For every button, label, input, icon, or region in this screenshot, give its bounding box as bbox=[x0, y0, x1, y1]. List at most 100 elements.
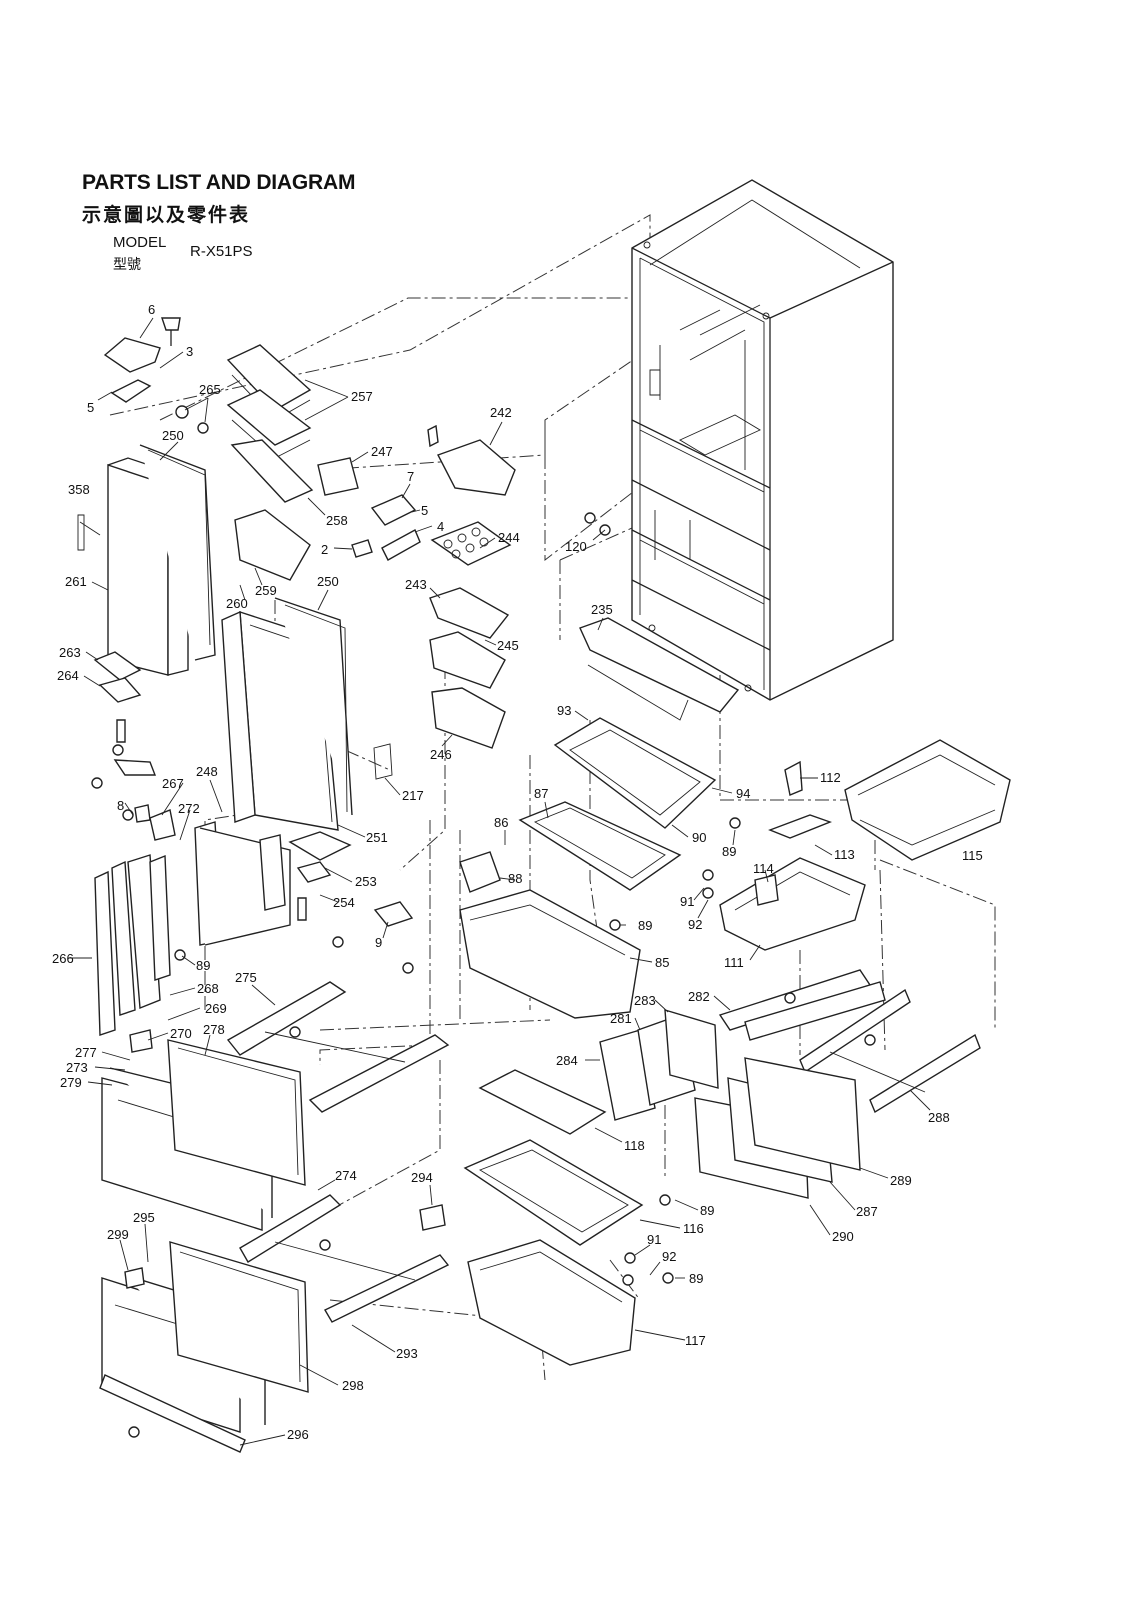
callout-89: 89 bbox=[196, 958, 210, 973]
callout-244: 244 bbox=[498, 530, 520, 545]
callout-111: 111 bbox=[724, 955, 744, 970]
callout-263: 263 bbox=[59, 645, 81, 660]
callout-6: 6 bbox=[148, 302, 155, 317]
callout-295: 295 bbox=[133, 1210, 155, 1225]
callout-278: 278 bbox=[203, 1022, 225, 1037]
callout-90: 90 bbox=[692, 830, 706, 845]
callout-250: 250 bbox=[162, 428, 184, 443]
page-title-chinese: 示意圖以及零件表 bbox=[82, 204, 251, 226]
callout-270: 270 bbox=[170, 1026, 192, 1041]
callout-91: 91 bbox=[647, 1232, 661, 1247]
callout-87: 87 bbox=[534, 786, 548, 801]
callout-287: 287 bbox=[856, 1204, 878, 1219]
callout-243: 243 bbox=[405, 577, 427, 592]
callout-272: 272 bbox=[178, 801, 200, 816]
callout-120: 120 bbox=[565, 539, 587, 554]
callout-293: 293 bbox=[396, 1346, 418, 1361]
callout-117: 117 bbox=[685, 1333, 706, 1348]
callout-296: 296 bbox=[287, 1427, 309, 1442]
refrigerator-cabinet bbox=[631, 179, 894, 701]
callout-242: 242 bbox=[490, 405, 512, 420]
callout-294: 294 bbox=[411, 1170, 433, 1185]
callout-261: 261 bbox=[65, 574, 87, 589]
freezer-door bbox=[221, 597, 393, 831]
callout-259: 259 bbox=[255, 583, 277, 598]
callout-7: 7 bbox=[407, 469, 414, 484]
callout-92: 92 bbox=[688, 917, 702, 932]
callout-299: 299 bbox=[107, 1227, 129, 1242]
callout-labels: 6 3 5 265 250 257 247 7 5 4 2 258 242 24… bbox=[52, 302, 983, 1442]
callout-251: 251 bbox=[366, 830, 388, 845]
callout-114: 114 bbox=[753, 861, 774, 876]
callout-91: 91 bbox=[680, 894, 694, 909]
callout-85: 85 bbox=[655, 955, 669, 970]
freezer-drawer-fronts bbox=[99, 1029, 309, 1453]
callout-89: 89 bbox=[700, 1203, 714, 1218]
callout-267: 267 bbox=[162, 776, 184, 791]
callout-88: 88 bbox=[508, 871, 522, 886]
callout-248: 248 bbox=[196, 764, 218, 779]
callout-281: 281 bbox=[610, 1011, 632, 1026]
callout-246: 246 bbox=[430, 747, 452, 762]
callout-3: 3 bbox=[186, 344, 193, 359]
callout-266: 266 bbox=[52, 951, 74, 966]
callout-265: 265 bbox=[199, 382, 221, 397]
door-gasket-strips bbox=[94, 821, 414, 1036]
callout-5: 5 bbox=[421, 503, 428, 518]
callout-289: 289 bbox=[890, 1173, 912, 1188]
callout-260: 260 bbox=[226, 596, 248, 611]
callout-245: 245 bbox=[497, 638, 519, 653]
middle-small-parts bbox=[351, 424, 516, 749]
callout-92: 92 bbox=[662, 1249, 676, 1264]
callout-269: 269 bbox=[205, 1001, 227, 1016]
callout-89: 89 bbox=[638, 918, 652, 933]
door-shelves-upper bbox=[226, 344, 359, 581]
callout-283: 283 bbox=[634, 993, 656, 1008]
left-upper-door bbox=[77, 444, 216, 676]
callout-5: 5 bbox=[87, 400, 94, 415]
callout-93: 93 bbox=[557, 703, 571, 718]
callout-258: 258 bbox=[326, 513, 348, 528]
callout-115: 115 bbox=[962, 848, 983, 863]
callout-235: 235 bbox=[591, 602, 613, 617]
left-hinge-lower bbox=[93, 651, 176, 841]
callout-250: 250 bbox=[317, 574, 339, 589]
model-number: R-X51PS bbox=[190, 243, 253, 260]
right-bins bbox=[702, 739, 1011, 951]
callout-273: 273 bbox=[66, 1060, 88, 1075]
callout-288: 288 bbox=[928, 1110, 950, 1125]
callout-leader-lines bbox=[68, 317, 931, 1446]
callout-275: 275 bbox=[235, 970, 257, 985]
model-label: MODEL bbox=[113, 234, 167, 251]
callout-290: 290 bbox=[832, 1229, 854, 1244]
callout-113: 113 bbox=[834, 847, 855, 862]
callout-264: 264 bbox=[57, 668, 79, 683]
callout-254: 254 bbox=[333, 895, 355, 910]
callout-89: 89 bbox=[689, 1271, 703, 1286]
drawer-rails bbox=[226, 969, 981, 1323]
callout-112: 112 bbox=[820, 770, 841, 785]
callout-86: 86 bbox=[494, 815, 508, 830]
callout-247: 247 bbox=[371, 444, 393, 459]
callout-8: 8 bbox=[117, 798, 124, 813]
callout-4: 4 bbox=[437, 519, 444, 534]
callout-94: 94 bbox=[736, 786, 750, 801]
callout-9: 9 bbox=[375, 935, 382, 950]
callout-217: 217 bbox=[402, 788, 424, 803]
callout-284: 284 bbox=[556, 1053, 578, 1068]
callout-282: 282 bbox=[688, 989, 710, 1004]
callout-268: 268 bbox=[197, 981, 219, 996]
callout-298: 298 bbox=[342, 1378, 364, 1393]
callout-257: 257 bbox=[351, 389, 373, 404]
callout-274: 274 bbox=[335, 1168, 357, 1183]
callout-116: 116 bbox=[683, 1221, 704, 1236]
callout-358: 358 bbox=[68, 482, 90, 497]
callout-279: 279 bbox=[60, 1075, 82, 1090]
page-title: PARTS LIST AND DIAGRAM bbox=[82, 171, 356, 194]
callout-118: 118 bbox=[624, 1138, 645, 1153]
model-label-chinese: 型號 bbox=[113, 257, 141, 273]
callout-253: 253 bbox=[355, 874, 377, 889]
crisper-trays bbox=[459, 617, 740, 1019]
callout-89: 89 bbox=[722, 844, 736, 859]
